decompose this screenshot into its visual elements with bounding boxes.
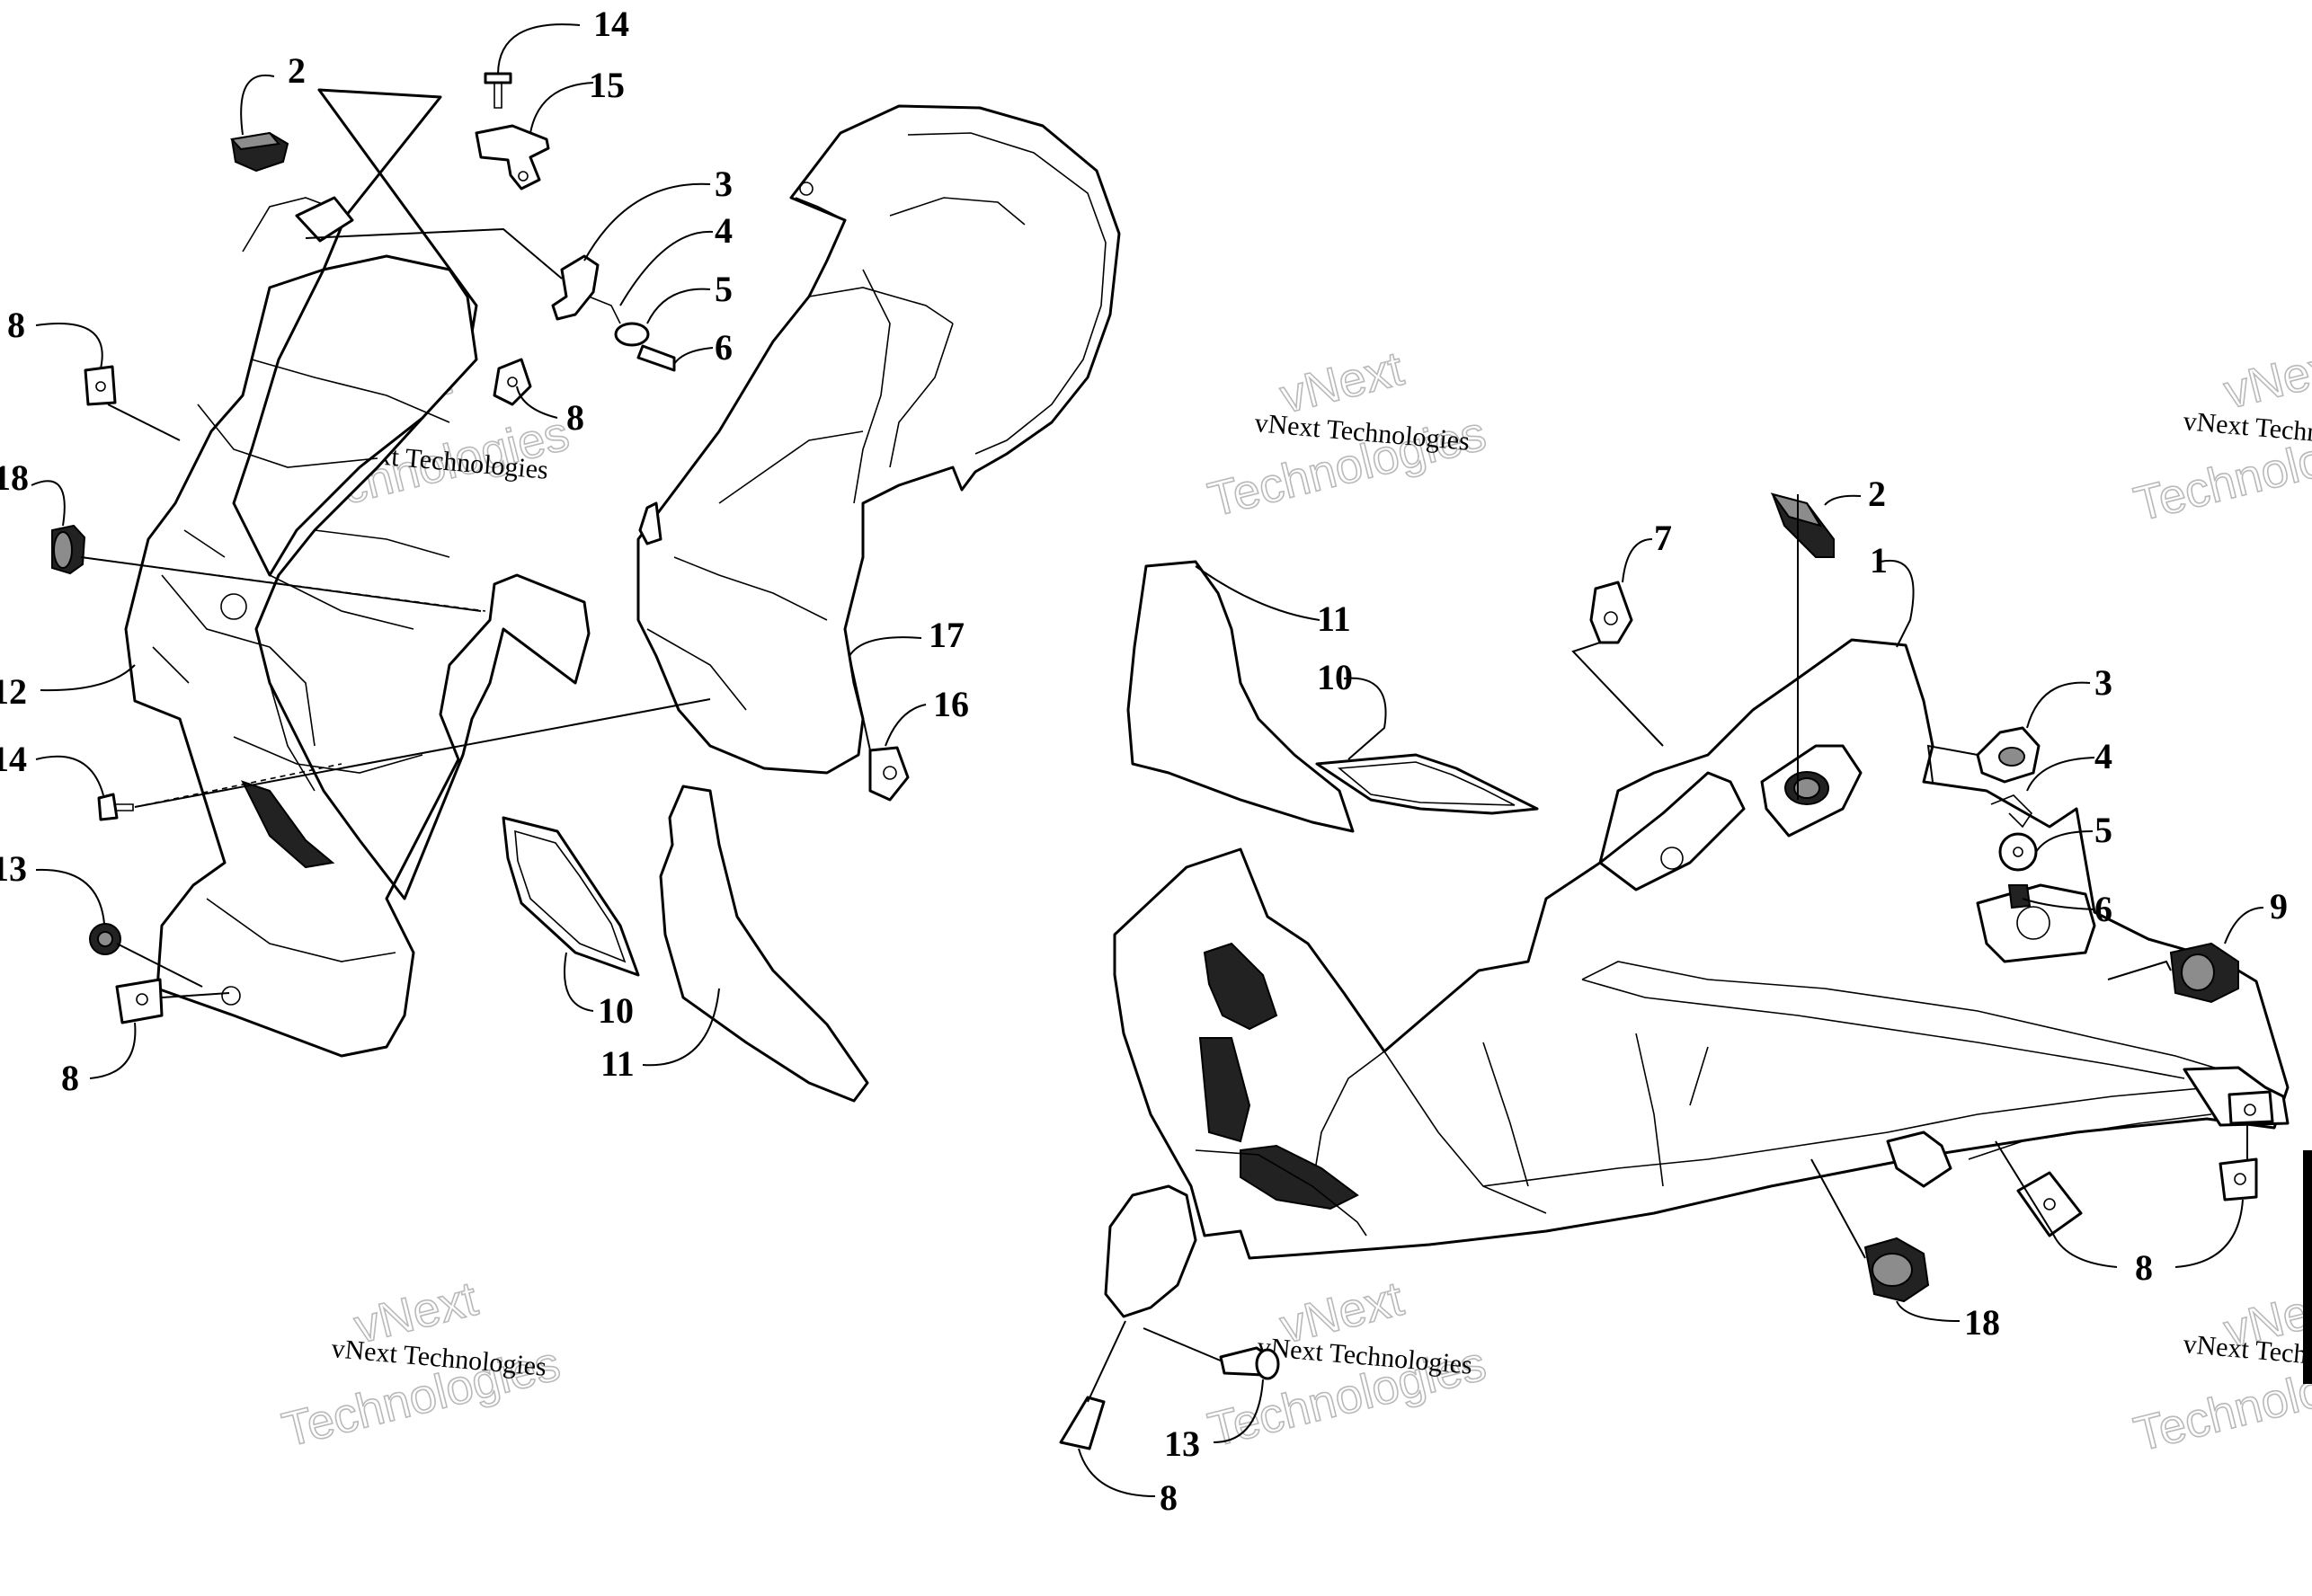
leaders-right [1078,494,2264,1497]
callout-11-left: 11 [600,1043,635,1084]
callout-5-right: 5 [2094,810,2112,850]
callout-7: 7 [1654,518,1672,558]
watermark-top-center: vNext Technologies vNext Technologies [1203,341,1492,528]
part-8-left-side [84,365,117,406]
part-8-left-bottom [115,978,164,1024]
part-8-left-top [493,358,532,406]
part-14-screw-left [97,793,134,821]
part-6-left [636,344,676,372]
part-2-right [1770,492,1835,558]
part-3-left [551,254,600,321]
callout-labels: 14 2 15 3 4 5 6 8 8 18 12 14 13 8 17 16 … [0,4,2288,1518]
part-15-bracket [475,124,550,191]
lens-10-left [502,816,640,977]
callout-2-right: 2 [1868,474,1886,514]
part-5-right [1998,832,2038,872]
part-2-left [230,131,289,173]
edge-bar [2303,1150,2312,1384]
callout-15: 15 [589,65,625,105]
watermark-bottom-left: vNext Technologies vNext Technologies [277,1271,566,1458]
part-8-right-a [2016,1171,2083,1237]
callout-11-right: 11 [1317,598,1351,639]
part-8-right-c [1059,1396,1106,1450]
callout-18-left: 18 [0,457,29,498]
watermark-top-right: vNext Technologies vNext Technologies [2129,336,2312,532]
part-9-right [2169,942,2239,1004]
part-13-left [89,923,121,955]
callout-8-left-bottom: 8 [61,1058,79,1098]
callout-6-left: 6 [715,327,733,368]
lens-11-right [1126,560,1355,833]
part-4-right [1990,794,2033,829]
callout-2-left: 2 [288,50,306,91]
callout-3-left: 3 [715,164,733,204]
callout-14-top: 14 [593,4,629,44]
nosepan-right [1104,638,2290,1318]
callout-13-left: 13 [0,848,27,889]
part-6-right [2007,884,2032,909]
callout-4-left: 4 [715,210,733,251]
watermark-bottom-right: vNext Technologies vNext Technologies [2129,1275,2312,1462]
headlight-housing-left [124,88,591,1058]
callout-17: 17 [929,615,965,655]
callout-12: 12 [0,671,27,712]
part-4-left [588,296,621,324]
lens-10-right [1315,753,1539,815]
callout-8-left-top: 8 [566,397,584,438]
part-16-nut [868,746,910,802]
part-18-right [1863,1237,1930,1303]
callout-3-right: 3 [2094,662,2112,703]
callout-5-left: 5 [715,269,733,309]
part-18-left [51,524,86,575]
lens-11-left [659,785,869,1103]
callout-13-right: 13 [1164,1423,1200,1464]
part-7-right [1589,581,1633,644]
part-3-right [1976,726,2041,784]
callout-14-left: 14 [0,739,27,779]
callout-8-left-side: 8 [7,305,25,345]
part-14-screw-top [484,72,512,109]
callout-10-right: 10 [1317,657,1353,697]
windshield-left [636,104,1121,775]
callout-8-right-c: 8 [1160,1477,1178,1518]
callout-10-left: 10 [598,990,634,1031]
callout-8-right-a: 8 [2135,1247,2153,1288]
part-13-right [1219,1346,1280,1380]
part-5-left [614,322,650,347]
callout-16: 16 [933,684,969,724]
callout-6-right: 6 [2094,889,2112,929]
callout-18-right: 18 [1964,1302,2000,1343]
callout-1: 1 [1870,540,1888,581]
part-8-right-b [2219,1157,2258,1201]
callout-9: 9 [2270,886,2288,927]
callout-4-right: 4 [2094,736,2112,776]
svg-text:vNext: vNext [2219,337,2312,420]
leaders-left [31,23,927,1079]
